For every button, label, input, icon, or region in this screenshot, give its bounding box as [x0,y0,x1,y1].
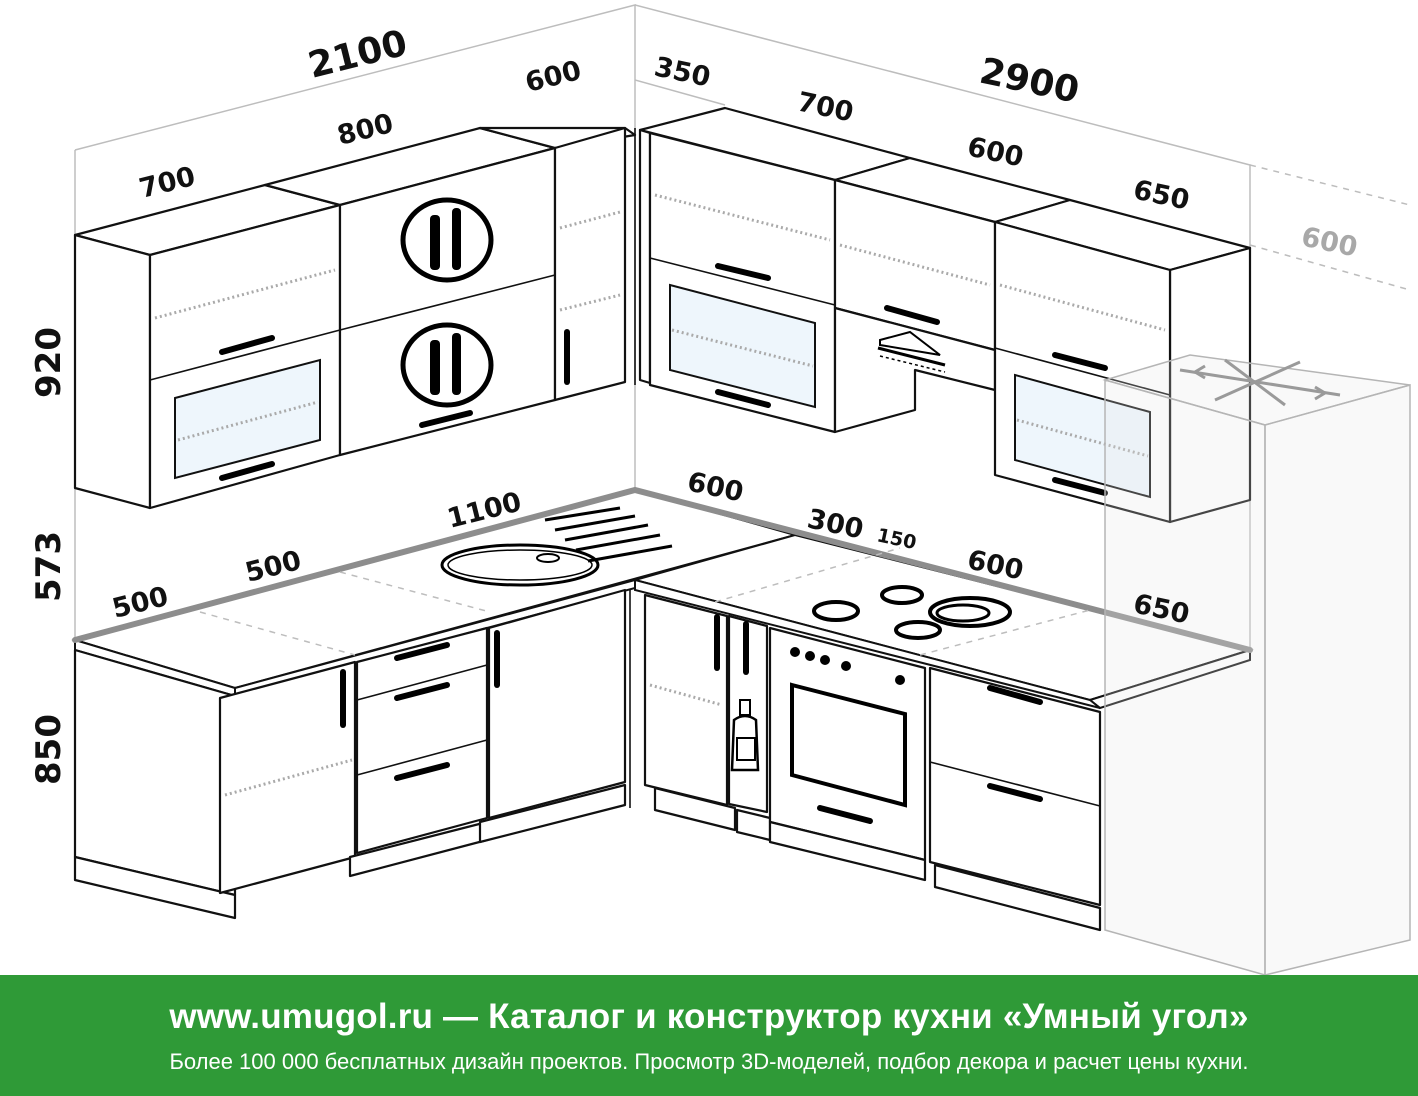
dim-base-r150: 150 [875,524,918,554]
base-cabinet-corner-1100 [478,588,631,844]
upper-cabinet-right-600 [833,156,1072,434]
cutlery-icon [400,197,494,283]
bottle-icon [730,699,760,772]
dim-upper-600: 600 [522,55,584,99]
base-cabinet-drawers-500 [348,626,489,878]
dim-upper-800: 800 [334,108,396,152]
dim-upper-r700: 700 [795,87,857,129]
dim-height-573: 573 [29,531,69,602]
banner-subtitle: Более 100 000 бесплатных дизайн проектов… [169,1049,1249,1074]
dim-upper-700: 700 [136,161,198,205]
dim-upper-fridge-600: 600 [1299,222,1361,264]
dim-upper-r600: 600 [965,132,1027,174]
upper-cabinet-right-650 [993,198,1252,524]
dim-height-850: 850 [29,714,69,785]
kitchen-diagram: 2100 2900 700 800 600 350 700 600 650 60… [29,4,1411,976]
sink-icon [440,506,673,587]
upper-cabinet-700 [73,183,342,510]
snowflake-icon [1179,358,1341,407]
banner-title[interactable]: www.umugol.ru — Каталог и конструктор ку… [169,997,1249,1036]
hood-icon [877,330,946,373]
dim-upper-r650: 650 [1131,175,1193,217]
fridge-ghost [1102,354,1411,976]
hob-icon [812,585,1012,640]
oven-icon [790,647,907,808]
dim-right-total: 2900 [976,51,1083,112]
upper-cabinet-600-corner [478,126,637,402]
footer-banner: www.umugol.ru — Каталог и конструктор ку… [0,975,1418,1096]
upper-cabinet-800 [263,126,557,457]
base-cabinet-bottle-150 [727,614,772,842]
cutlery-icon [400,322,494,408]
dim-height-920: 920 [29,327,69,398]
base-cabinet-right-600 [643,593,737,832]
base-cabinet-left-500 [73,648,357,920]
base-cabinet-drawers-650 [928,666,1102,932]
worktop-edge [72,486,1253,653]
base-cabinet-oven-600 [768,626,927,882]
